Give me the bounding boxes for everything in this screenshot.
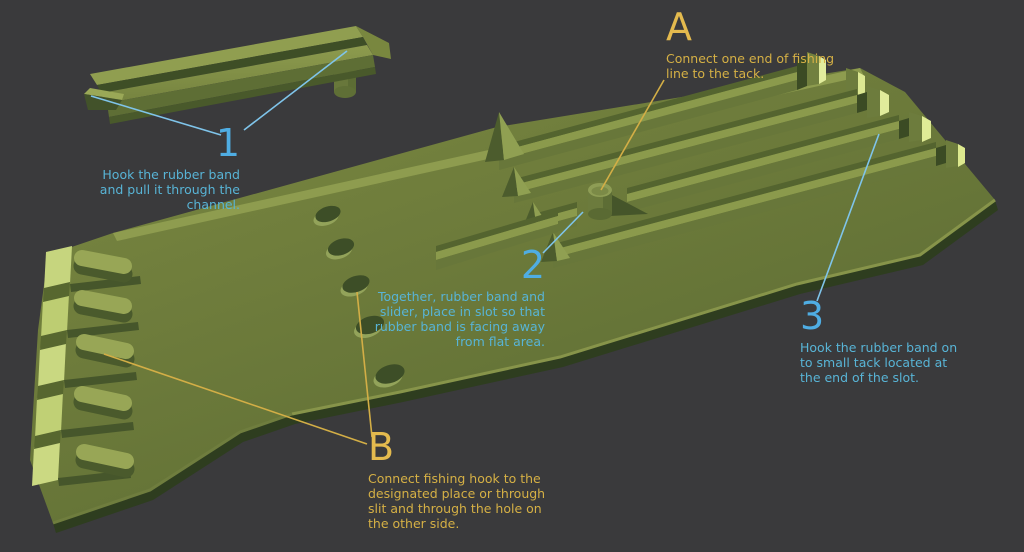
notch-wall <box>44 246 72 290</box>
hole <box>355 315 385 335</box>
rail-groove <box>553 142 936 250</box>
surface-slot <box>64 372 137 388</box>
surface-slot <box>67 322 139 338</box>
slider-notch-dark <box>84 94 122 110</box>
fin-dark <box>485 112 504 162</box>
slider-end-cap <box>356 26 391 59</box>
hole <box>315 205 341 223</box>
fin-lit <box>499 112 524 160</box>
rail-front <box>627 129 899 212</box>
leader-line-1b <box>243 50 348 131</box>
ridge-top <box>74 250 132 274</box>
notch-wall <box>41 294 69 338</box>
rail-groove <box>627 115 899 194</box>
slider-far-top <box>90 26 363 85</box>
rail-front <box>514 103 857 203</box>
rail-end-tab <box>807 52 819 86</box>
rail-end-tab <box>909 112 922 142</box>
tack-body-shade <box>603 190 612 214</box>
rail-end-tab <box>946 140 958 168</box>
rail-top <box>436 216 558 260</box>
slider-peg-bottom <box>334 86 356 98</box>
notch-gap <box>43 282 70 302</box>
rail-front <box>499 80 797 170</box>
tack <box>588 183 648 220</box>
tack-base <box>588 208 612 220</box>
rail-wedge-dark <box>502 167 518 197</box>
rail-end-tab-lit <box>880 90 889 116</box>
ridge-top <box>74 386 132 411</box>
leader-line-b1 <box>103 353 368 445</box>
rail-end-slot <box>936 145 946 166</box>
slider-peg-shade <box>348 70 356 92</box>
rail-end-slot <box>797 57 807 90</box>
notch-wall <box>38 342 66 388</box>
rail-top <box>514 95 857 193</box>
rail-end-slot <box>857 92 867 113</box>
tack-slot-shadow <box>610 194 648 216</box>
rail-end-tab-lit <box>819 56 826 84</box>
ridge-top <box>76 444 134 469</box>
slider-notch-lit <box>84 88 124 100</box>
rail-end-slot <box>899 118 909 139</box>
hole <box>375 364 405 384</box>
hole <box>327 238 355 256</box>
rail-groove <box>514 89 857 185</box>
leader-line-a <box>600 79 665 191</box>
surface-slot <box>61 422 134 438</box>
slider-part <box>84 26 391 124</box>
ridge-top <box>74 290 132 314</box>
board-near-rim-left <box>52 412 293 525</box>
notch-gap <box>40 330 67 350</box>
guide-rails <box>436 52 965 270</box>
notch-wall <box>35 392 63 438</box>
leader-lines <box>90 50 880 445</box>
rail-end-tab-lit <box>922 116 931 142</box>
hole <box>342 275 370 293</box>
rail-top <box>627 121 899 202</box>
slider-near-top <box>101 45 373 103</box>
rail-end-step-lit <box>858 72 865 100</box>
leader-line-1a <box>90 95 222 136</box>
board-side-face <box>53 200 998 533</box>
slider-channel <box>97 37 367 93</box>
rail-front <box>436 224 558 270</box>
leader-line-3 <box>816 133 880 302</box>
slider-near-side <box>107 55 375 117</box>
rail-front <box>553 156 936 268</box>
rail-groove <box>436 210 558 252</box>
notch-gap <box>34 430 61 449</box>
leader-line-b2 <box>356 291 373 438</box>
rail-end-tab <box>867 86 880 118</box>
rail-wedge-lit <box>514 167 531 196</box>
leader-line-2 <box>542 211 584 254</box>
tack-top-inner <box>591 186 609 196</box>
notch-wall <box>32 441 60 486</box>
rail-top <box>499 72 797 160</box>
ridge-top <box>76 334 134 359</box>
board-top-surface <box>30 68 995 523</box>
board-near-rim <box>291 198 996 416</box>
slider-bottom-edge <box>109 67 376 124</box>
notch-gap <box>37 380 64 400</box>
rail-top <box>553 148 936 258</box>
rail-end-tab-lit <box>958 144 965 167</box>
